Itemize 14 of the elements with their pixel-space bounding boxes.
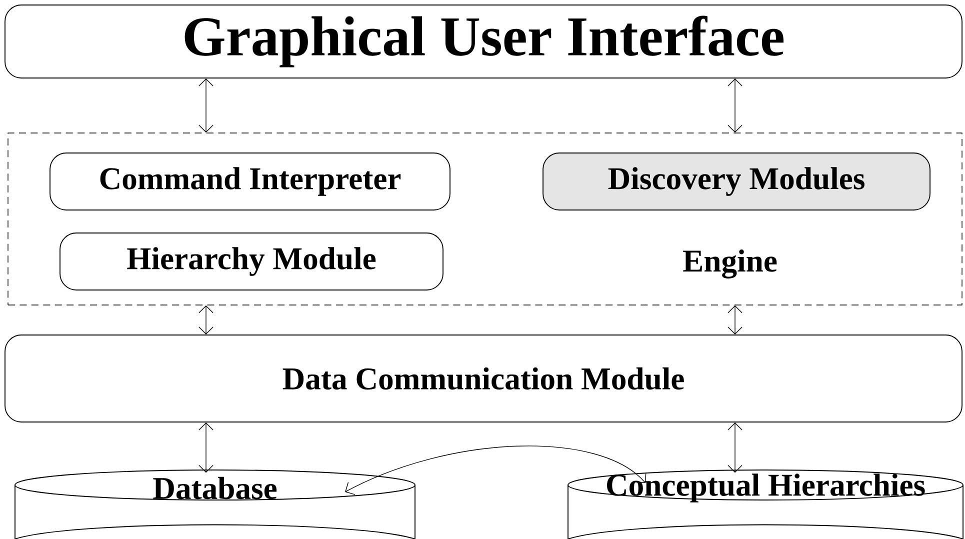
arrow [728, 422, 742, 473]
module-box: Hierarchy Module [60, 232, 444, 290]
arrow [198, 78, 214, 133]
module-box: Discovery Modules [542, 152, 930, 210]
module-box: Graphical User Interface [4, 4, 962, 78]
storage-cylinder: Database [14, 470, 416, 539]
storage-cylinder: Conceptual Hierarchies [568, 470, 964, 539]
arrow [728, 305, 742, 335]
arrow [345, 446, 646, 495]
arrow [728, 78, 742, 133]
arrow [198, 305, 214, 335]
module-box: Data Communication Module [4, 334, 962, 422]
module-box: Command Interpreter [50, 152, 450, 210]
arrow [198, 422, 214, 473]
